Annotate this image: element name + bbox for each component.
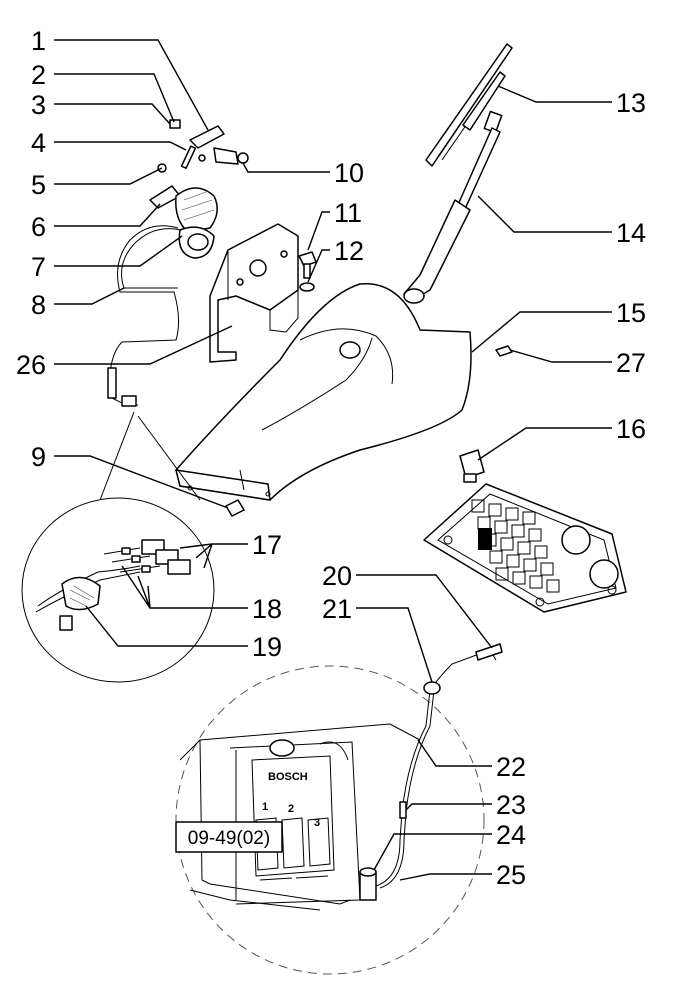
clip [225, 499, 245, 517]
callout-9: 9 [31, 442, 46, 472]
wiring-harness [107, 225, 182, 407]
outlet-label-3: 3 [314, 817, 320, 829]
relay-panel [423, 483, 627, 613]
callout-11: 11 [334, 198, 362, 228]
callout-12: 12 [334, 236, 364, 266]
callout-25: 25 [496, 860, 526, 890]
relay-socket [517, 541, 531, 555]
relay-socket [489, 550, 503, 564]
relay-socket [512, 571, 526, 585]
callout-27: 27 [616, 348, 646, 378]
reference-code: 09-49(02) [188, 828, 270, 849]
relay-socket [488, 503, 502, 517]
callout-20: 20 [322, 561, 352, 591]
callout-21: 21 [322, 594, 352, 624]
callout-24: 24 [496, 820, 526, 850]
connector-detail-view [21, 411, 215, 683]
outlet-label-2: 2 [288, 803, 294, 815]
cover-housing [175, 282, 472, 501]
outlet-label-1: 1 [262, 801, 268, 813]
brand-label: BOSCH [268, 771, 308, 783]
relay-socket [506, 554, 520, 568]
mounting-bracket [209, 223, 299, 363]
callout-16: 16 [616, 414, 646, 444]
wiper-arm [403, 127, 501, 304]
callout-15: 15 [616, 298, 646, 328]
callout-19: 19 [252, 632, 282, 662]
switch [459, 449, 485, 483]
relay-socket [505, 507, 519, 521]
callout-22: 22 [496, 752, 526, 782]
relay-socket [540, 562, 554, 576]
callout-3: 3 [31, 90, 46, 120]
relay-socket [495, 567, 509, 581]
callout-5: 5 [31, 170, 46, 200]
relay-socket [529, 575, 543, 589]
reference-box: 09-49(02) [175, 821, 283, 853]
relay-socket [528, 528, 542, 542]
relay-socket [471, 499, 485, 513]
callout-10: 10 [334, 158, 364, 188]
wiper-blade [425, 43, 513, 167]
washer-reservoir-detail: BOSCH [175, 643, 503, 975]
relay-socket [511, 524, 525, 538]
callout-6: 6 [31, 212, 46, 242]
callout-4: 4 [31, 128, 46, 158]
relay-socket [500, 537, 514, 551]
callout-8: 8 [31, 290, 46, 320]
relay-socket [546, 579, 560, 593]
bolt-and-washer [298, 251, 317, 292]
callout-13: 13 [616, 88, 646, 118]
wiper-motor-assembly [149, 119, 249, 259]
callout-26: 26 [16, 350, 46, 380]
grommet [495, 345, 513, 357]
callout-1: 1 [31, 26, 46, 56]
callout-17: 17 [252, 530, 282, 560]
callout-18: 18 [252, 594, 282, 624]
callout-23: 23 [496, 790, 526, 820]
relay-socket [522, 511, 536, 525]
relay-socket [523, 558, 537, 572]
callout-7: 7 [31, 252, 46, 282]
leader-lines [54, 39, 612, 881]
relay-socket [494, 520, 508, 534]
relay-socket [534, 545, 548, 559]
callout-2: 2 [31, 60, 46, 90]
callout-14: 14 [616, 218, 646, 248]
